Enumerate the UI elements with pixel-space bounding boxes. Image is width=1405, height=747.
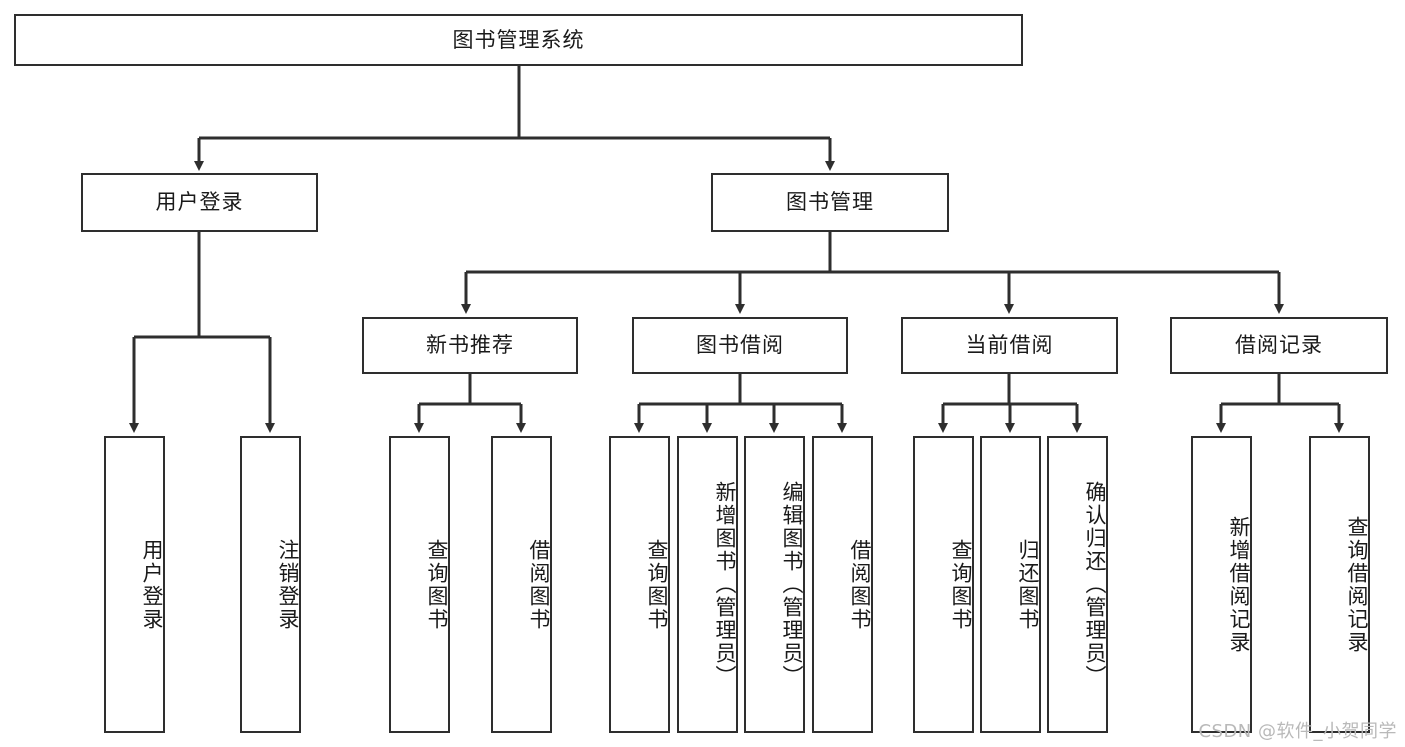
node-leaf-query-book-2-label: 查询图书 (645, 538, 669, 631)
node-leaf-return-book[interactable]: 归还图书 (980, 436, 1041, 733)
node-leaf-query-book-3[interactable]: 查询图书 (913, 436, 974, 733)
node-leaf-add-record-label: 新增借阅记录 (1227, 515, 1251, 654)
node-leaf-borrow-book-1-label: 借阅图书 (527, 538, 551, 631)
node-leaf-edit-book-label: 编辑图书（管理员） (780, 481, 804, 688)
node-book-manage[interactable]: 图书管理 (711, 173, 949, 232)
node-root-label: 图书管理系统 (452, 27, 585, 52)
node-leaf-user-login[interactable]: 用户登录 (104, 436, 165, 733)
node-leaf-query-book-3-label: 查询图书 (949, 538, 973, 631)
node-leaf-logout[interactable]: 注销登录 (240, 436, 301, 733)
node-new-book-rec[interactable]: 新书推荐 (362, 317, 578, 374)
node-leaf-borrow-book-2-label: 借阅图书 (848, 538, 872, 631)
node-current-borrow[interactable]: 当前借阅 (901, 317, 1118, 374)
node-book-borrow-label: 图书借阅 (696, 333, 784, 358)
node-book-borrow[interactable]: 图书借阅 (632, 317, 848, 374)
node-leaf-return-book-label: 归还图书 (1016, 538, 1040, 631)
node-leaf-query-record[interactable]: 查询借阅记录 (1309, 436, 1370, 733)
node-current-borrow-label: 当前借阅 (965, 333, 1054, 358)
node-leaf-add-record[interactable]: 新增借阅记录 (1191, 436, 1252, 733)
node-leaf-query-record-label: 查询借阅记录 (1345, 515, 1369, 654)
node-leaf-user-login-label: 用户登录 (140, 538, 164, 631)
node-leaf-add-book-label: 新增图书（管理员） (713, 481, 737, 688)
node-leaf-confirm-return[interactable]: 确认归还（管理员） (1047, 436, 1108, 733)
node-root[interactable]: 图书管理系统 (14, 14, 1023, 66)
watermark-text: CSDN @软件_小贺同学 (1198, 721, 1397, 742)
node-leaf-query-book-2[interactable]: 查询图书 (609, 436, 670, 733)
node-user-login[interactable]: 用户登录 (81, 173, 318, 232)
node-borrow-record[interactable]: 借阅记录 (1170, 317, 1388, 374)
node-leaf-query-book-1-label: 查询图书 (425, 538, 449, 631)
node-leaf-logout-label: 注销登录 (276, 538, 300, 631)
node-leaf-query-book-1[interactable]: 查询图书 (389, 436, 450, 733)
node-leaf-confirm-return-label: 确认归还（管理员） (1083, 481, 1107, 688)
node-borrow-record-label: 借阅记录 (1235, 333, 1323, 358)
node-leaf-borrow-book-1[interactable]: 借阅图书 (491, 436, 552, 733)
node-new-book-rec-label: 新书推荐 (426, 333, 514, 358)
node-leaf-add-book[interactable]: 新增图书（管理员） (677, 436, 738, 733)
node-leaf-borrow-book-2[interactable]: 借阅图书 (812, 436, 873, 733)
node-user-login-label: 用户登录 (155, 190, 244, 215)
node-leaf-edit-book[interactable]: 编辑图书（管理员） (744, 436, 805, 733)
node-book-manage-label: 图书管理 (786, 190, 874, 215)
